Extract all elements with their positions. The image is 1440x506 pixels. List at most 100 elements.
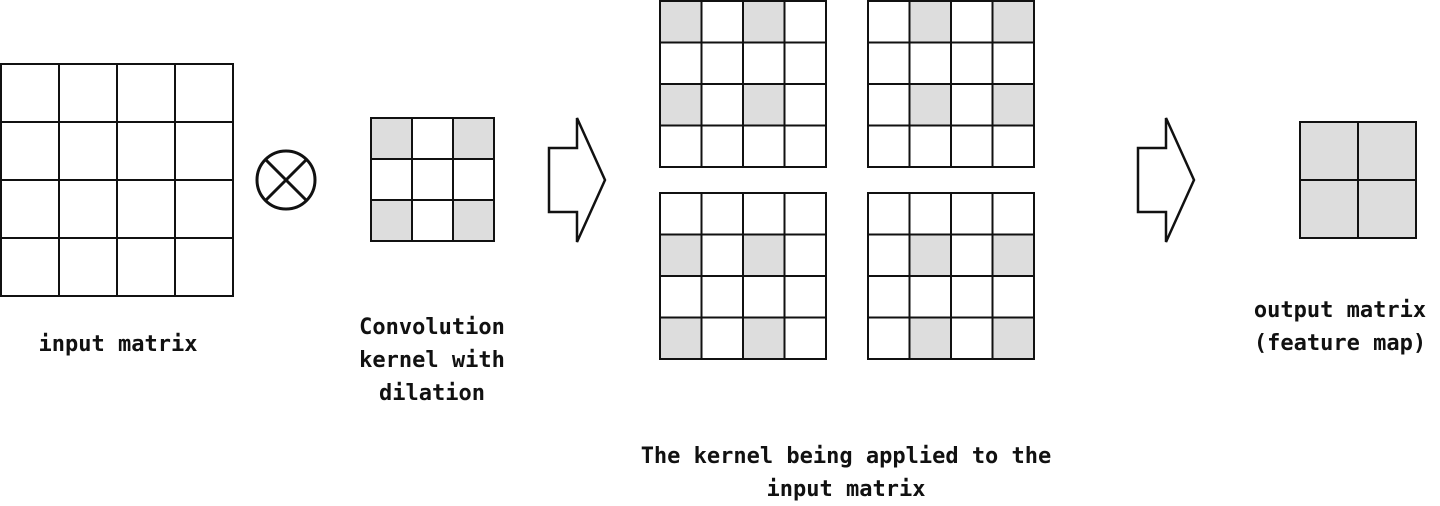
grid-cell-shaded (1299, 121, 1359, 181)
grid-cell-shaded (908, 233, 952, 277)
grid-cell (742, 275, 786, 319)
grid-cell (783, 275, 827, 319)
grid-cell (700, 0, 744, 44)
grid-cell (58, 63, 118, 123)
grid-cell (58, 237, 118, 297)
grid-cell (783, 0, 827, 44)
grid-cell (783, 233, 827, 277)
grid-cell (0, 121, 60, 181)
applied-kernel-label: The kernel being applied to the input ma… (640, 444, 1052, 502)
grid-cell-shaded (1299, 179, 1359, 239)
grid-cell (950, 83, 994, 127)
grid-cell (742, 124, 786, 168)
grid-cell (700, 192, 744, 236)
grid-cell (742, 41, 786, 85)
grid-cell (867, 233, 911, 277)
grid-cell (370, 158, 413, 201)
grid-cell (991, 41, 1035, 85)
grid-cell (0, 63, 60, 123)
grid-cell (659, 124, 703, 168)
grid-cell-shaded (742, 233, 786, 277)
grid-cell-shaded (452, 199, 495, 242)
grid-cell-shaded (991, 83, 1035, 127)
grid-cell-shaded (1357, 121, 1417, 181)
grid-cell-shaded (908, 316, 952, 360)
grid-cell (700, 124, 744, 168)
kernel-grid (370, 117, 495, 242)
grid-cell (867, 41, 911, 85)
grid-cell (950, 0, 994, 44)
grid-cell (950, 275, 994, 319)
grid-cell (116, 237, 176, 297)
grid-cell (950, 192, 994, 236)
grid-cell (867, 316, 911, 360)
grid-cell (116, 63, 176, 123)
grid-cell (411, 158, 454, 201)
grid-cell (908, 41, 952, 85)
grid-cell (991, 124, 1035, 168)
input-matrix-grid (0, 63, 234, 297)
grid-cell (950, 316, 994, 360)
convolution-operator-icon (255, 149, 317, 211)
grid-cell (783, 316, 827, 360)
grid-cell (659, 192, 703, 236)
grid-cell (659, 275, 703, 319)
grid-cell (452, 158, 495, 201)
applied-kernel-grid-4 (867, 192, 1035, 360)
grid-cell (950, 233, 994, 277)
grid-cell (867, 0, 911, 44)
right-arrow-icon (547, 117, 607, 243)
grid-cell-shaded (659, 83, 703, 127)
grid-cell (867, 83, 911, 127)
grid-cell-shaded (742, 0, 786, 44)
output-matrix-label: output matrix (feature map) (1253, 298, 1427, 356)
grid-cell (908, 192, 952, 236)
grid-cell-shaded (659, 316, 703, 360)
grid-cell (0, 237, 60, 297)
grid-cell (58, 121, 118, 181)
grid-cell (411, 199, 454, 242)
grid-cell-shaded (991, 316, 1035, 360)
grid-cell (991, 192, 1035, 236)
grid-cell (783, 192, 827, 236)
grid-cell (700, 275, 744, 319)
grid-cell (700, 41, 744, 85)
applied-kernel-grid-3 (659, 192, 827, 360)
grid-cell-shaded (908, 83, 952, 127)
grid-cell-shaded (370, 199, 413, 242)
grid-cell-shaded (370, 117, 413, 160)
grid-cell (174, 237, 234, 297)
grid-cell (867, 275, 911, 319)
grid-cell (908, 124, 952, 168)
grid-cell-shaded (991, 233, 1035, 277)
grid-cell (783, 41, 827, 85)
grid-cell (174, 179, 234, 239)
grid-cell (991, 275, 1035, 319)
grid-cell-shaded (659, 233, 703, 277)
grid-cell (174, 121, 234, 181)
grid-cell (783, 124, 827, 168)
grid-cell-shaded (742, 316, 786, 360)
grid-cell (867, 192, 911, 236)
grid-cell (700, 83, 744, 127)
kernel-label: Convolution kernel with dilation (359, 315, 505, 406)
output-matrix-grid (1299, 121, 1417, 239)
grid-cell-shaded (742, 83, 786, 127)
grid-cell (411, 117, 454, 160)
grid-cell (700, 233, 744, 277)
grid-cell-shaded (908, 0, 952, 44)
grid-cell (659, 41, 703, 85)
grid-cell (116, 121, 176, 181)
grid-cell (783, 83, 827, 127)
grid-cell (742, 192, 786, 236)
grid-cell (0, 179, 60, 239)
grid-cell (116, 179, 176, 239)
applied-kernel-grid-2 (867, 0, 1035, 168)
grid-cell (950, 41, 994, 85)
grid-cell (908, 275, 952, 319)
grid-cell (174, 63, 234, 123)
grid-cell (867, 124, 911, 168)
grid-cell-shaded (452, 117, 495, 160)
applied-kernel-grid-1 (659, 0, 827, 168)
grid-cell (700, 316, 744, 360)
